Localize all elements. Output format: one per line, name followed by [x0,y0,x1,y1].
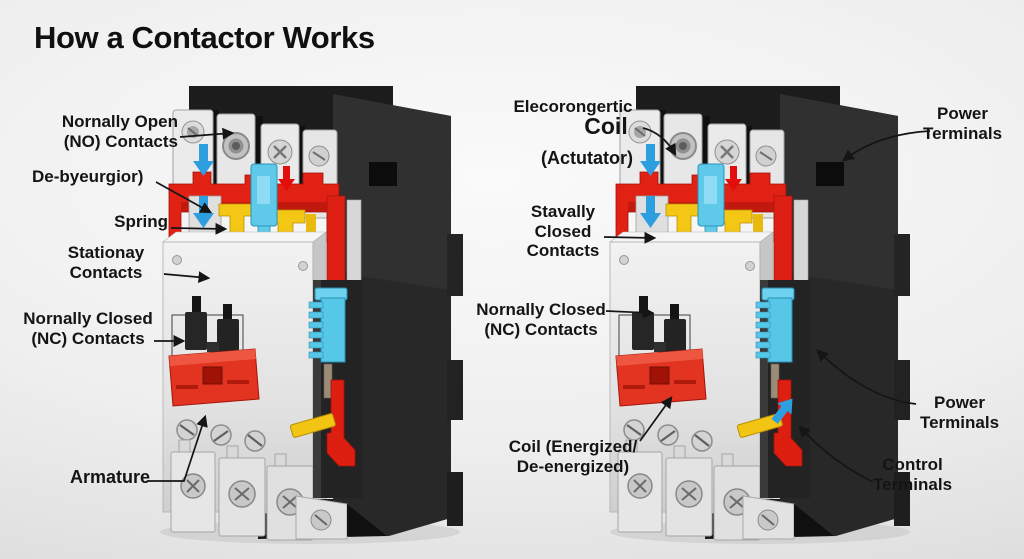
label-spring: Spring [114,212,168,231]
label-actuator: (Actutator) [541,148,633,168]
label-nc-contacts-left: Nornally Closed (NC) Contacts [23,309,153,348]
label-power-terminals-top: Power Terminals [922,104,1003,143]
label-control-terminals: Control Terminals [872,455,953,494]
leader-lines [148,127,931,483]
page-title: How a Contactor Works [34,20,375,55]
label-electromagnetic-coil-line2: Coil [584,113,628,139]
label-nc-contacts-right: Nornally Closed (NC) Contacts [476,300,606,339]
blue-up-arrow-icon [771,398,793,424]
label-normally-open-contacts: Nornally Open (NO) Contacts [61,112,178,151]
contactor-left-illustration [161,84,465,542]
label-stationary-contacts: Stationay Contacts [67,243,145,282]
label-de-energized: De-byeurgior) [32,167,144,186]
label-armature: Armature [70,467,151,487]
label-electromagnetic-coil-line1: Elecorongertic [513,97,633,116]
label-closed-contacts: Stavally Closed Contacts [526,202,600,261]
label-power-terminals-side: Power Terminals [919,393,1000,432]
label-coil-state: Coil (Energized/ De-energized) [508,437,638,476]
